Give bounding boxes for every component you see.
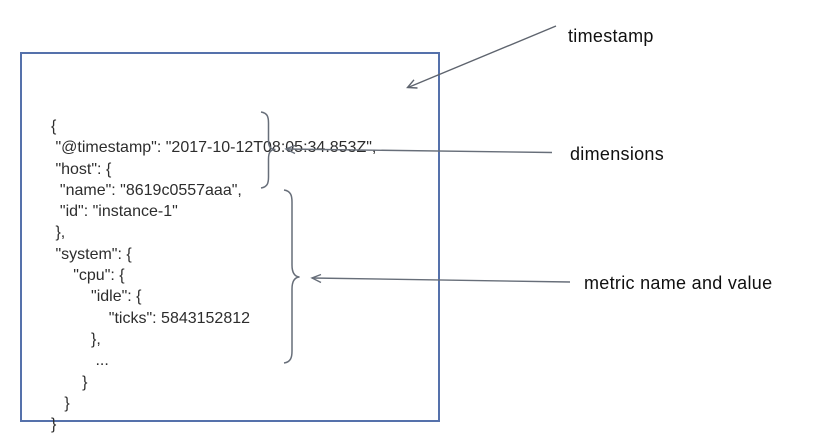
json-code-block: { "@timestamp": "2017-10-12T08:05:34.853… bbox=[51, 118, 377, 434]
json-document-box: { "@timestamp": "2017-10-12T08:05:34.853… bbox=[20, 52, 440, 433]
metric-name-and-value-label: metric name and value bbox=[584, 273, 773, 293]
dimensions-label: dimensions bbox=[570, 144, 665, 164]
timestamp-label: timestamp bbox=[568, 26, 654, 46]
